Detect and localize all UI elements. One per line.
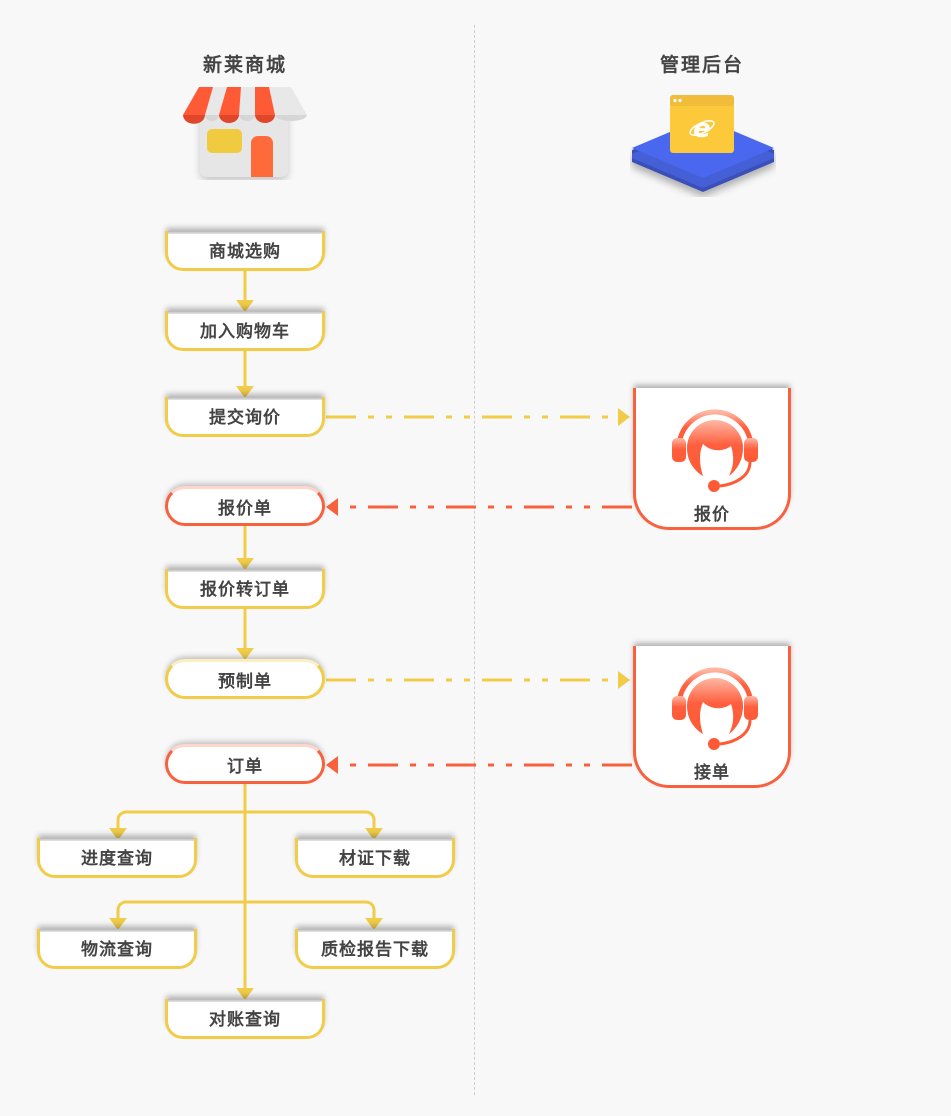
step-quotation[interactable]: 报价单 xyxy=(165,486,325,526)
step-submit-inquiry[interactable]: 提交询价 xyxy=(165,397,325,437)
admin-node-accept-order[interactable]: 接单 xyxy=(633,646,791,788)
admin-node-quote[interactable]: 报价 xyxy=(633,388,791,530)
admin-column-title: 管理后台 xyxy=(659,54,744,76)
arrowhead xyxy=(618,408,630,426)
connector-line xyxy=(116,900,245,920)
branch-certificate-download[interactable]: 材证下载 xyxy=(295,838,455,878)
customer-service-headset-icon xyxy=(672,409,758,492)
step-add-to-cart[interactable]: 加入购物车 xyxy=(165,311,325,351)
storefront-icon xyxy=(183,87,307,177)
branch-logistics-query[interactable]: 物流查询 xyxy=(37,929,197,969)
arrowhead xyxy=(326,498,338,516)
column-divider xyxy=(474,25,475,1095)
arrowhead xyxy=(618,671,630,689)
admin-node-label: 报价 xyxy=(694,505,730,525)
browser-platform-icon: e xyxy=(632,95,774,192)
connector-line xyxy=(245,900,376,920)
shop-column-title: 新莱商城 xyxy=(202,54,287,76)
connector-line xyxy=(245,810,376,830)
step-preorder[interactable]: 预制单 xyxy=(165,659,325,699)
customer-service-headset-icon xyxy=(672,667,758,750)
connector-line xyxy=(116,810,245,830)
branch-progress-query[interactable]: 进度查询 xyxy=(37,838,197,878)
branch-inspection-report-download[interactable]: 质检报告下载 xyxy=(295,929,455,969)
arrowhead xyxy=(326,756,338,774)
branch-reconciliation-query[interactable]: 对账查询 xyxy=(165,999,325,1039)
admin-node-label: 接单 xyxy=(694,763,730,783)
step-order[interactable]: 订单 xyxy=(165,744,325,784)
step-shop-browse[interactable]: 商城选购 xyxy=(165,231,325,271)
step-quote-to-order[interactable]: 报价转订单 xyxy=(165,569,325,609)
svg-text:e: e xyxy=(693,114,711,144)
